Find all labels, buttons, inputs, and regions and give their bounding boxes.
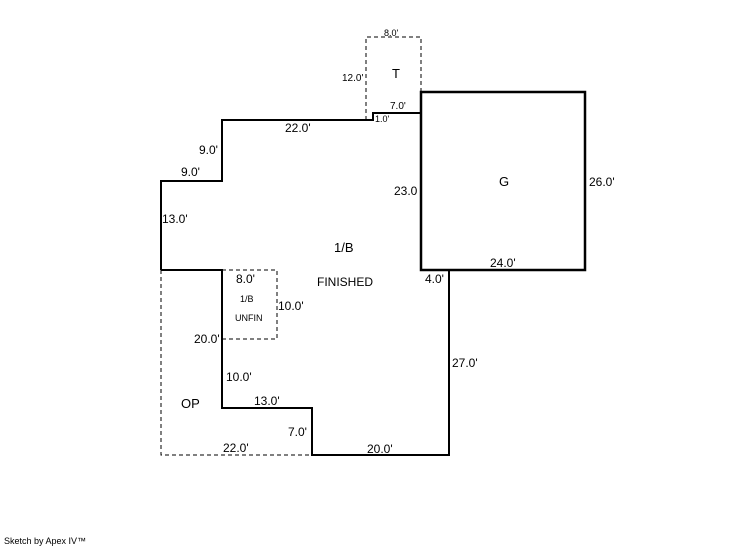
dim-notch-7: 7.0' [288,425,307,439]
dim-step-1: 1.0' [375,114,390,124]
dim-porch-20: 20.0' [194,332,220,346]
label-terrace: T [392,66,400,81]
dim-garage-right: 26.0' [589,175,615,189]
dim-terrace-left: 12.0' [342,73,364,84]
main-building-outline [160,112,450,456]
dim-garage-bottom: 24.0' [490,256,516,270]
label-unfin-area: 1/B [240,294,254,304]
dim-unfin-10: 10.0' [278,299,304,313]
garage-outline [419,90,587,272]
dim-inner-10: 10.0' [226,370,252,384]
dim-bottom-20: 20.0' [367,442,393,456]
dim-terrace-top: 8.0' [384,28,399,38]
dim-step-7: 7.0' [390,101,406,112]
dim-unfin-8: 8.0' [236,272,255,286]
dim-right-4: 4.0' [425,272,444,286]
label-open-porch: OP [181,396,200,411]
dim-right-27: 27.0' [452,356,478,370]
open-porch-outline [160,270,312,456]
dim-top-22: 22.0' [285,121,311,135]
dim-garage-left: 23.0 [394,184,418,198]
footer-credit: Sketch by Apex IV™ [4,536,87,546]
dim-left-13: 13.0' [162,212,188,226]
dim-left-9-horizontal: 9.0' [181,165,200,179]
label-unfin: UNFIN [235,313,263,323]
label-main-area: 1/B [334,240,354,255]
dim-notch-13: 13.0' [254,394,280,408]
label-finished: FINISHED [317,275,374,289]
label-garage: G [499,174,510,189]
dim-left-9-vertical: 9.0' [199,143,218,157]
dim-porch-22: 22.0' [223,441,249,455]
